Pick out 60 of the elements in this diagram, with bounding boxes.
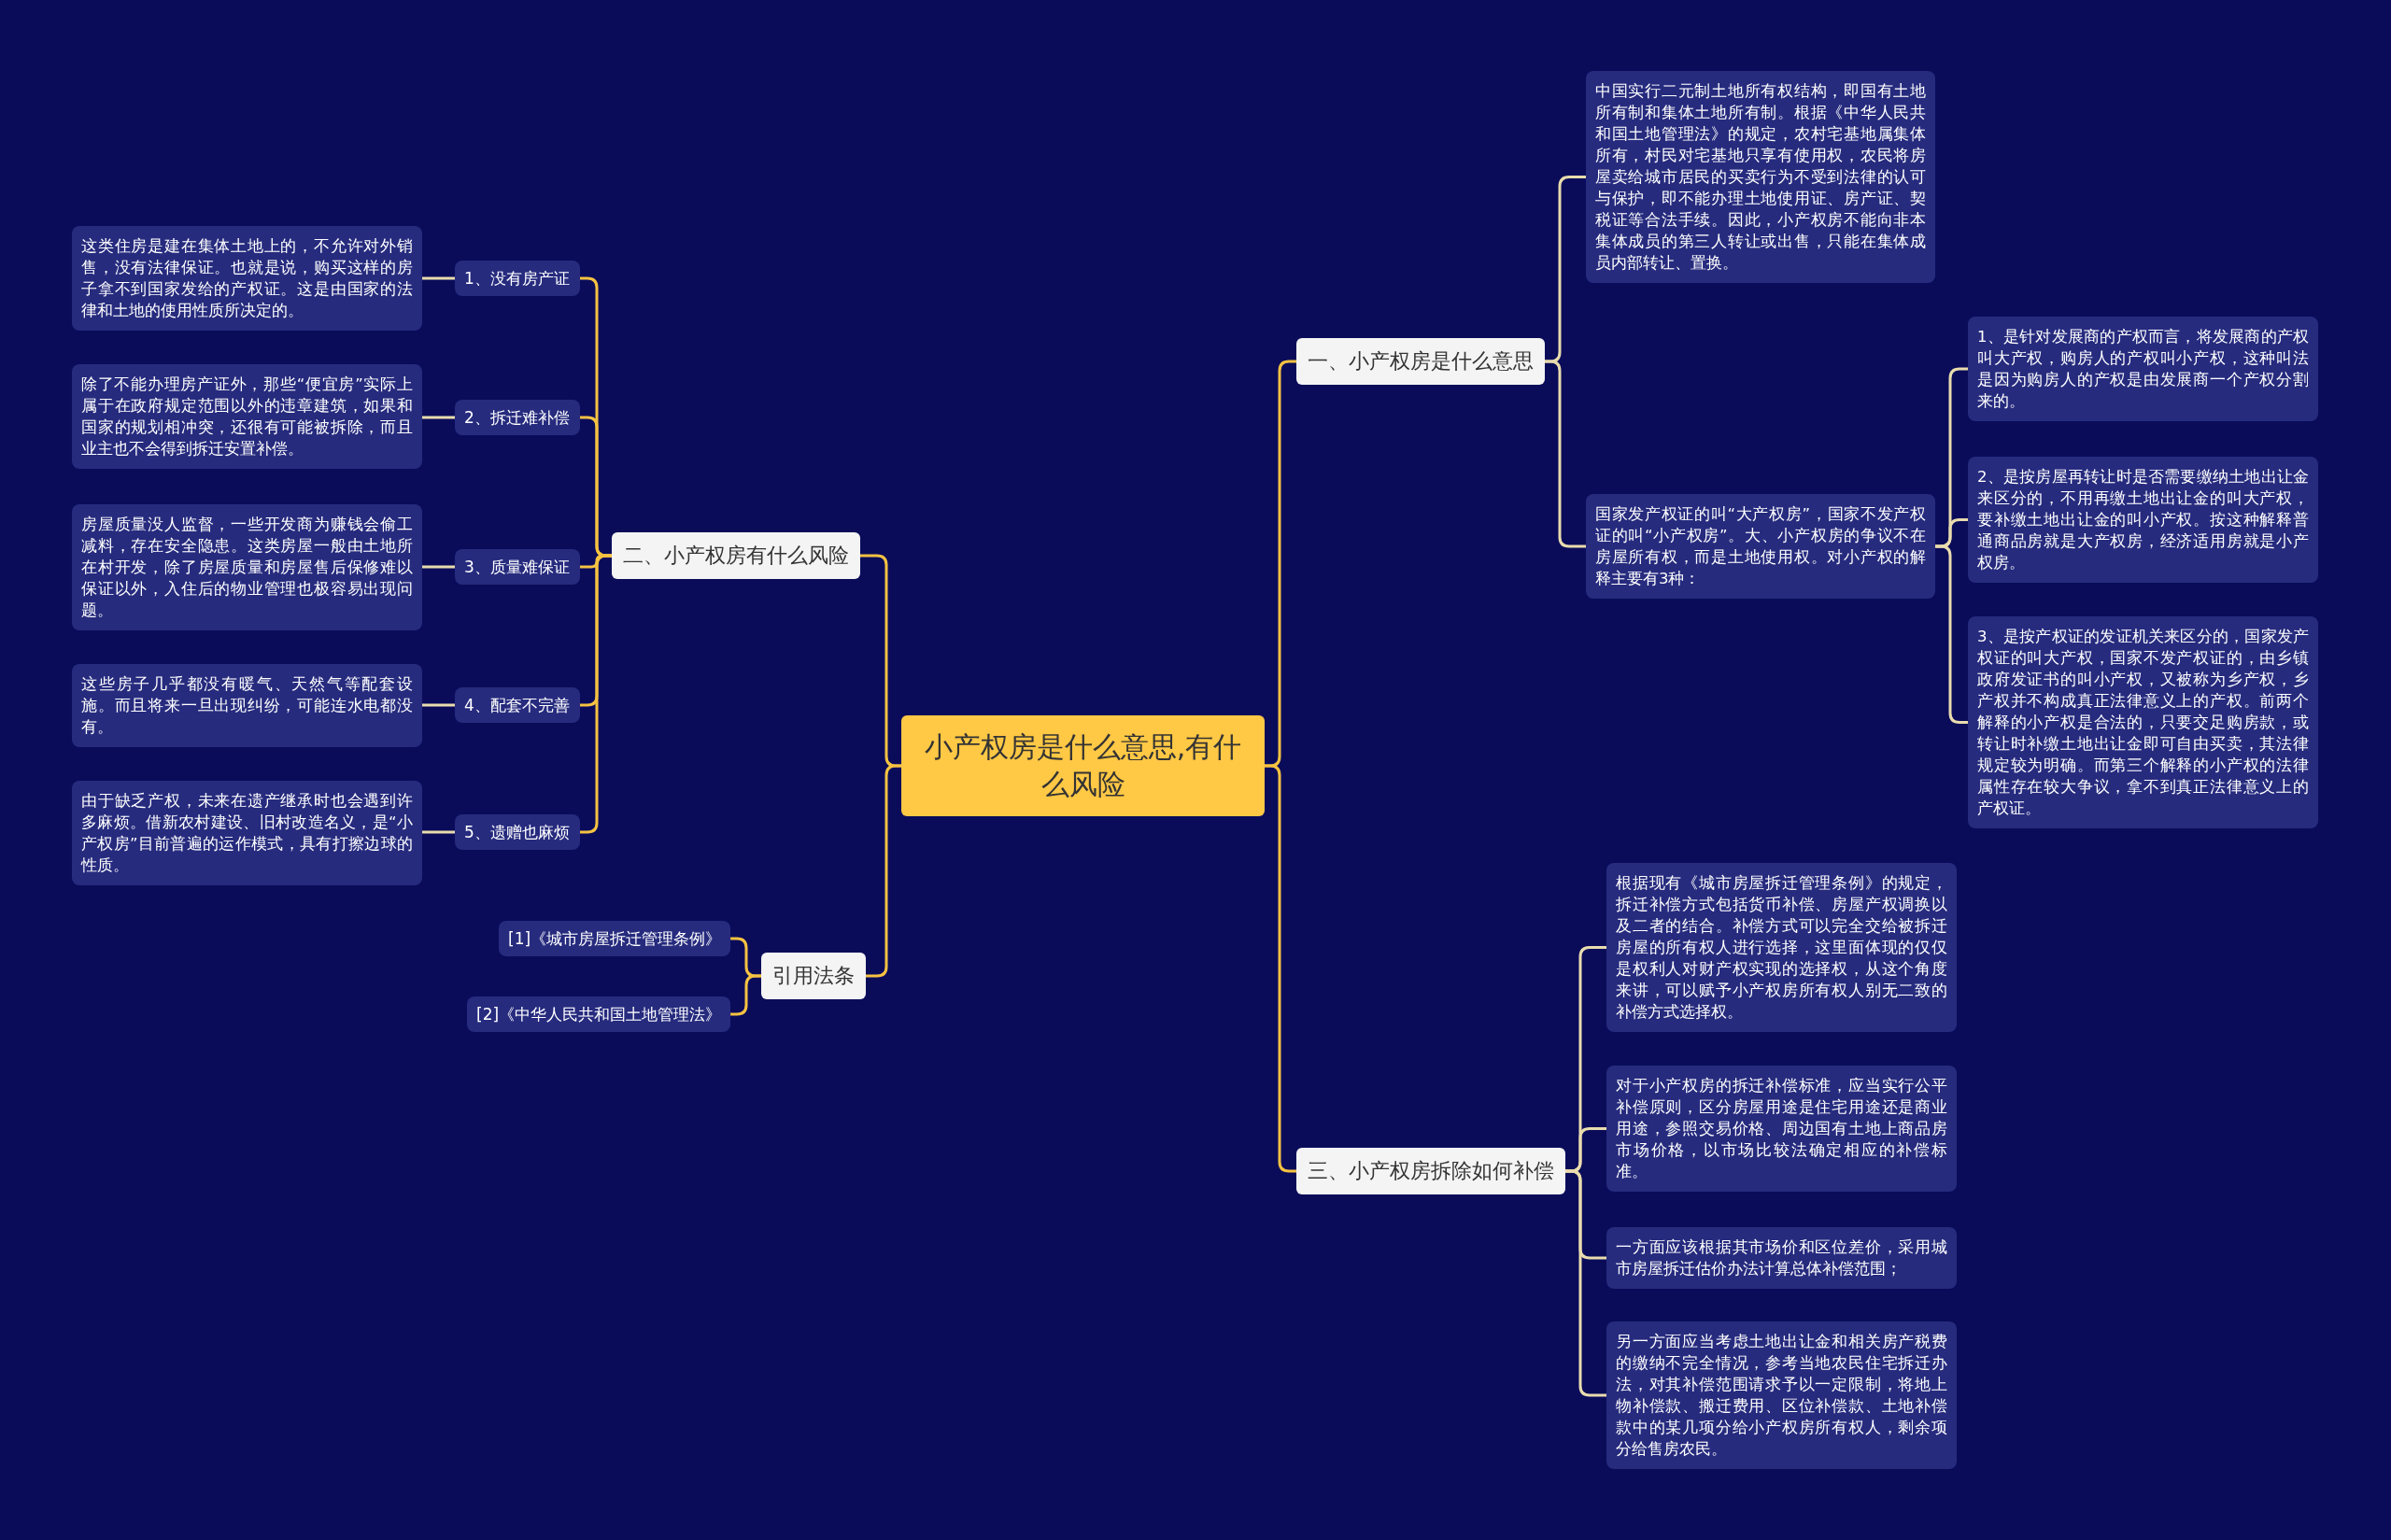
subtopic-box xyxy=(455,400,580,435)
subtopic-box xyxy=(467,996,731,1032)
note-text: 一方面应该根据其市场价和区位差价，采用城市房屋拆迁估价办法计算总体补偿范围； xyxy=(1616,1237,1947,1279)
connector-line xyxy=(422,276,455,280)
note-box xyxy=(1606,1227,1957,1289)
note-text: 这些房子几乎都没有暖气、天然气等配套设施。而且将来一旦出现纠纷，可能连水电都没有。 xyxy=(81,674,413,738)
note-box xyxy=(1968,317,2318,421)
branch-topic-box xyxy=(1296,338,1545,385)
note-box xyxy=(1606,1321,1957,1469)
branch-topic-box xyxy=(612,532,860,579)
subtopic-box xyxy=(455,261,580,296)
connector-line xyxy=(422,565,455,569)
subtopic-text: [2]《中华人民共和国土地管理法》 xyxy=(476,1004,722,1025)
branch-topic-text: 引用法条 xyxy=(772,963,855,989)
connector-line xyxy=(580,554,612,834)
note-text: 由于缺乏产权，未来在遗产继承时也会遇到许多麻烦。借新农村建设、旧村改造名义，是“小产权房”目前普遍的运作模式，具有打擦边球的性质。 xyxy=(81,791,413,876)
note-text: 这类住房是建在集体土地上的，不允许对外销售，没有法律保证。也就是说，购买这样的房子拿不到国家发给的产权证。这是由国家的法律和土地的使用性质所决定的。 xyxy=(81,236,413,321)
note-text: 根据现有《城市房屋拆迁管理条例》的规定，拆迁补偿方式包括货币补偿、房屋产权调换以及二者的结合。补偿方式可以完全交给被拆迁房屋的所有权人进行选择，这里面体现的仅仅是权利人对财产权实现的选择权，从这个角度来讲，可以赋予小产权房所有权人别无二致的补偿方式选择权。 xyxy=(1616,873,1947,1023)
branch-topic-text: 三、小产权房拆除如何补偿 xyxy=(1308,1158,1554,1184)
subtopic-text: 3、质量难保证 xyxy=(464,557,571,578)
note-box xyxy=(72,664,422,747)
note-text: 2、是按房屋再转让时是否需要缴纳土地出让金来区分的，不用再缴土地出让金的叫大产权，要补缴土地出让金的叫小产权。按这种解释普通商品房就是大产权房，经济适用房就是小产权房。 xyxy=(1977,467,2309,573)
note-text: 1、是针对发展商的产权而言，将发展商的产权叫大产权，购房人的产权叫小产权，这种叫法是因为购房人的产权是由发展商一个产权分割来的。 xyxy=(1977,327,2309,412)
note-box xyxy=(72,226,422,331)
note-text: 3、是按产权证的发证机关来区分的，国家发产权证的叫大产权，国家不发产权证的，由乡镇政府发证书的叫小产权，又被称为乡产权，乡产权并不构成真正法律意义上的产权。前两个解释的小产权是合法的，只要交足购房款，或转让时补缴土地出让金即可自由买卖，其法律规定较为明确。而第三个解释的小产权的法律属性存在较大争议，拿不到真正法律意义上的产权证。 xyxy=(1977,627,2309,819)
subtopic-text: 4、配套不完善 xyxy=(464,695,571,716)
note-text: 国家发产权证的叫“大产权房”，国家不发产权证的叫“小产权房”。大、小产权房的争议不在房屋所有权，而是土地使用权。对小产权的解释主要有3种： xyxy=(1595,504,1926,589)
subtopic-box xyxy=(455,687,580,723)
central-topic-box xyxy=(901,715,1265,816)
central-topic-text: 小产权房是什么意思,有什么风险 xyxy=(923,729,1243,802)
subtopic-text: [1]《城市房屋拆迁管理条例》 xyxy=(508,928,722,950)
connector-line xyxy=(422,703,455,707)
note-text: 房屋质量没人监督，一些开发商为赚钱会偷工减料，存在安全隐患。这类房屋一般由土地所在村开发，除了房屋质量和房屋售后保修难以保证以外，入住后的物业管理也极容易出现问题。 xyxy=(81,515,413,621)
note-box xyxy=(72,364,422,469)
subtopic-text: 1、没有房产证 xyxy=(464,268,571,290)
note-text: 对于小产权房的拆迁补偿标准，应当实行公平补偿原则，区分房屋用途是住宅用途还是商业用途，参照交易价格、周边国有土地上商品房市场价格，以市场比较法确定相应的补偿标准。 xyxy=(1616,1076,1947,1182)
connector-line xyxy=(1935,544,1968,724)
branch-topic-box xyxy=(761,953,866,999)
subtopic-text: 5、遗赠也麻烦 xyxy=(464,822,571,843)
note-box xyxy=(1968,457,2318,583)
branch-topic-box xyxy=(1296,1148,1565,1194)
note-text: 另一方面应当考虑土地出让金和相关房产税费的缴纳不完全情况，参考当地农民住宅拆迁办法，对其补偿范围请求予以一定限制，将地上物补偿款、搬迁费用、区位补偿款、土地补偿款中的某几项分给小产权房所有权人，剩余项分给售房农民。 xyxy=(1616,1332,1947,1460)
connector-line xyxy=(422,416,455,419)
note-box xyxy=(72,781,422,885)
connector-line xyxy=(422,830,455,834)
note-box xyxy=(1586,494,1935,599)
connector-line xyxy=(730,974,761,1016)
note-box xyxy=(1606,1066,1957,1192)
note-box xyxy=(72,504,422,630)
connector-line xyxy=(866,764,901,978)
branch-topic-text: 一、小产权房是什么意思 xyxy=(1308,348,1534,374)
subtopic-box xyxy=(455,814,580,850)
note-text: 中国实行二元制土地所有权结构，即国有土地所有制和集体土地所有制。根据《中华人民共和国土地管理法》的规定，农村宅基地属集体所有，村民对宅基地只享有使用权，农民将房屋卖给城市居民的买卖行为不受到法律的认可与保护，即不能办理土地使用证、房产证、契税证等合法手续。因此，小产权房不能向非本集体成员的第三人转让或出售，只能在集体成员内部转让、置换。 xyxy=(1595,81,1926,274)
branch-topic-text: 二、小产权房有什么风险 xyxy=(623,543,849,569)
subtopic-box xyxy=(499,921,731,956)
note-text: 除了不能办理房产证外，那些“便宜房”实际上属于在政府规定范围以外的违章建筑，如果和国家的规划相冲突，还很有可能被拆除，而且业主也不会得到拆迁安置补偿。 xyxy=(81,374,413,459)
note-box xyxy=(1606,863,1957,1032)
subtopic-text: 2、拆迁难补偿 xyxy=(464,407,571,429)
subtopic-box xyxy=(455,549,580,585)
connector-line xyxy=(1265,764,1296,1173)
